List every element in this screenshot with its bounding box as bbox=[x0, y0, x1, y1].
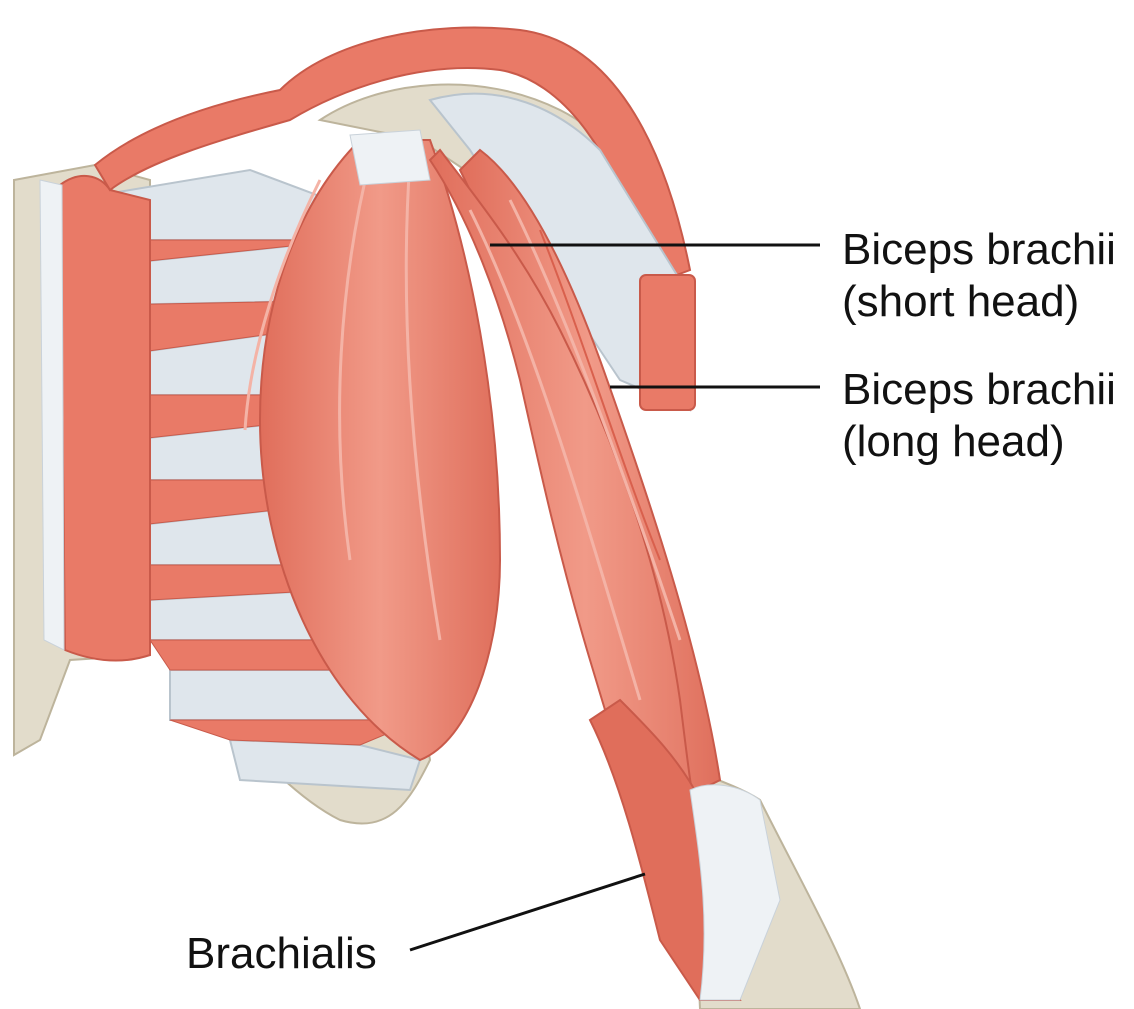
label-biceps-long-head-line2: (long head) bbox=[842, 418, 1065, 466]
sternal-muscle-strip bbox=[40, 176, 150, 661]
label-biceps-short-head-line2: (short head) bbox=[842, 278, 1079, 326]
label-biceps-short-head-line1: Biceps brachii bbox=[842, 226, 1116, 274]
label-biceps-long-head-line1: Biceps brachii bbox=[842, 366, 1116, 414]
leader-line-brachialis bbox=[410, 874, 645, 950]
label-brachialis: Brachialis bbox=[186, 930, 377, 978]
